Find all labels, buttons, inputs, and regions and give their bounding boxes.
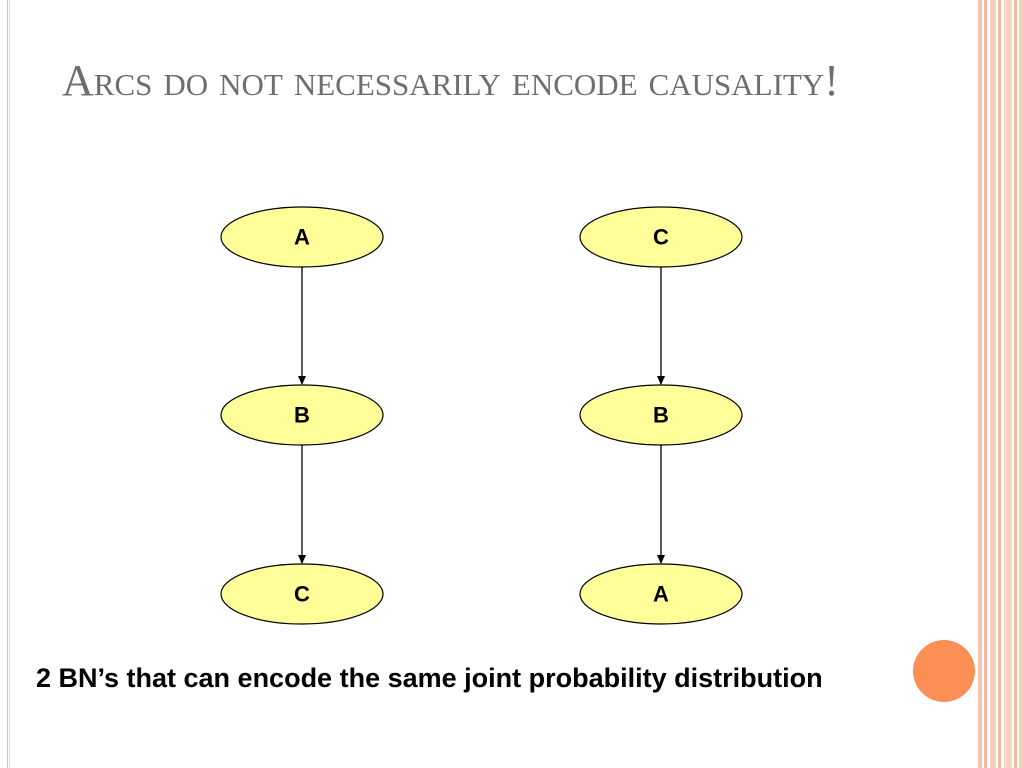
node-ellipse bbox=[579, 206, 743, 268]
node-label: C bbox=[294, 582, 310, 607]
node-ellipse bbox=[220, 384, 384, 446]
right-decorative-stripes bbox=[978, 0, 1024, 768]
node-ellipse bbox=[579, 563, 743, 625]
network-2-node-B: B bbox=[579, 384, 743, 446]
slide-title: Arcs do not necessarily encode causality… bbox=[62, 56, 839, 105]
slide-caption: 2 BN’s that can encode the same joint pr… bbox=[36, 663, 823, 693]
network-1-node-A: A bbox=[220, 206, 384, 268]
node-ellipse bbox=[220, 563, 384, 625]
left-border-line-inner bbox=[9, 0, 10, 768]
network-1-node-B: B bbox=[220, 384, 384, 446]
network-2-node-A: A bbox=[579, 563, 743, 625]
node-ellipse bbox=[579, 384, 743, 446]
left-border-line bbox=[7, 0, 8, 768]
node-label: B bbox=[653, 403, 669, 428]
node-label: A bbox=[653, 582, 669, 607]
node-label: A bbox=[294, 225, 310, 250]
network-1-node-C: C bbox=[220, 563, 384, 625]
decorative-orange-circle bbox=[913, 640, 975, 702]
node-label: C bbox=[653, 225, 669, 250]
network-2-node-C: C bbox=[579, 206, 743, 268]
node-ellipse bbox=[220, 206, 384, 268]
node-label: B bbox=[294, 403, 310, 428]
